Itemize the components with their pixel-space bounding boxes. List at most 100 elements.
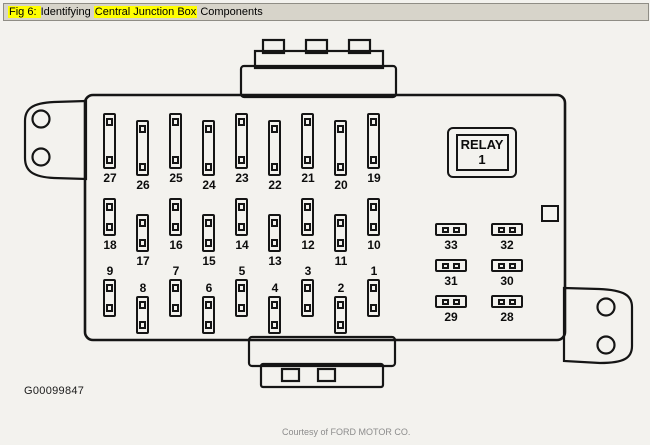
main-box-outline	[83, 93, 567, 342]
fuse-4	[268, 296, 281, 334]
fuse-15	[202, 214, 215, 252]
fuse-pin	[453, 298, 460, 305]
fuse-6	[202, 296, 215, 334]
fuse-31	[435, 259, 467, 272]
fuse-18	[103, 198, 116, 236]
left-mounting-bracket	[23, 99, 88, 181]
fuse-5	[235, 279, 248, 317]
relay-label: RELAY 1	[455, 134, 509, 171]
fuse-11	[334, 214, 347, 252]
fuse-29	[435, 295, 467, 308]
fuse-label-22: 22	[268, 178, 282, 192]
fuse-pin	[453, 226, 460, 233]
fuse-pin	[304, 223, 311, 231]
fuse-9	[103, 279, 116, 317]
caption-text: Identifying	[40, 6, 94, 18]
fuse-pin	[271, 125, 278, 133]
fuse-pin	[238, 156, 245, 164]
fuse-pin	[271, 219, 278, 227]
fuse-pin	[238, 118, 245, 126]
fuse-pin	[238, 223, 245, 231]
fuse-20	[334, 120, 347, 176]
fuse-pin	[238, 304, 245, 312]
bolt-hole	[31, 109, 51, 129]
fuse-pin	[205, 163, 212, 171]
fuse-pin	[337, 163, 344, 171]
fuse-pin	[370, 223, 377, 231]
fuse-pin	[370, 118, 377, 126]
fuse-pin	[139, 163, 146, 171]
fuse-pin	[106, 118, 113, 126]
fuse-label-13: 13	[268, 254, 282, 268]
fuse-pin	[304, 118, 311, 126]
fuse-label-33: 33	[444, 238, 458, 252]
fuse-pin	[337, 219, 344, 227]
fuse-8	[136, 296, 149, 334]
fuse-pin	[172, 156, 179, 164]
fuse-label-27: 27	[103, 171, 117, 185]
fuse-label-30: 30	[500, 274, 514, 288]
fuse-pin	[106, 304, 113, 312]
figure-number: Fig 6:	[8, 6, 41, 18]
fuse-label-28: 28	[500, 310, 514, 324]
fuse-2	[334, 296, 347, 334]
fuse-label-11: 11	[334, 254, 348, 268]
fuse-label-21: 21	[301, 171, 315, 185]
caption-suffix: Components	[197, 6, 263, 18]
relay-box: RELAY 1	[447, 127, 517, 178]
fuse-pin	[509, 298, 516, 305]
fuse-label-3: 3	[304, 264, 312, 278]
fuse-label-32: 32	[500, 238, 514, 252]
fuse-label-18: 18	[103, 238, 117, 252]
fuse-pin	[205, 219, 212, 227]
fuse-pin	[172, 118, 179, 126]
fuse-10	[367, 198, 380, 236]
fuse-pin	[442, 298, 449, 305]
fuse-pin	[205, 321, 212, 329]
fuse-pin	[139, 301, 146, 309]
fuse-pin	[337, 301, 344, 309]
fuse-32	[491, 223, 523, 236]
figure-id: G00099847	[24, 385, 85, 397]
relay-number: 1	[478, 151, 486, 167]
fuse-label-7: 7	[172, 264, 180, 278]
bolt-hole	[596, 297, 616, 317]
fuse-label-15: 15	[202, 254, 216, 268]
fuse-pin	[442, 226, 449, 233]
fuse-label-31: 31	[444, 274, 458, 288]
fuse-label-5: 5	[238, 264, 246, 278]
fuse-label-6: 6	[205, 281, 213, 295]
fuse-pin	[498, 298, 505, 305]
fuse-pin	[205, 301, 212, 309]
fuse-pin	[172, 284, 179, 292]
bolt-hole	[596, 335, 616, 355]
fuse-pin	[498, 262, 505, 269]
figure-caption: Fig 6: Identifying Central Junction Box …	[3, 3, 649, 21]
bottom-connector	[247, 335, 397, 389]
fuse-pin	[370, 284, 377, 292]
fuse-pin	[172, 223, 179, 231]
fuse-pin	[304, 203, 311, 211]
fuse-pin	[337, 125, 344, 133]
fuse-label-24: 24	[202, 178, 216, 192]
fuse-pin	[337, 321, 344, 329]
fuse-19	[367, 113, 380, 169]
fuse-pin	[106, 284, 113, 292]
fuse-13	[268, 214, 281, 252]
fuse-33	[435, 223, 467, 236]
fuse-pin	[304, 284, 311, 292]
fuse-pin	[337, 239, 344, 247]
fuse-23	[235, 113, 248, 169]
fuse-25	[169, 113, 182, 169]
fuse-pin	[509, 226, 516, 233]
fuse-label-17: 17	[136, 254, 150, 268]
fuse-pin	[106, 156, 113, 164]
fuse-pin	[172, 304, 179, 312]
connector-slot	[541, 205, 559, 222]
fuse-pin	[139, 321, 146, 329]
fuse-3	[301, 279, 314, 317]
fuse-pin	[271, 301, 278, 309]
fuse-label-4: 4	[271, 281, 279, 295]
